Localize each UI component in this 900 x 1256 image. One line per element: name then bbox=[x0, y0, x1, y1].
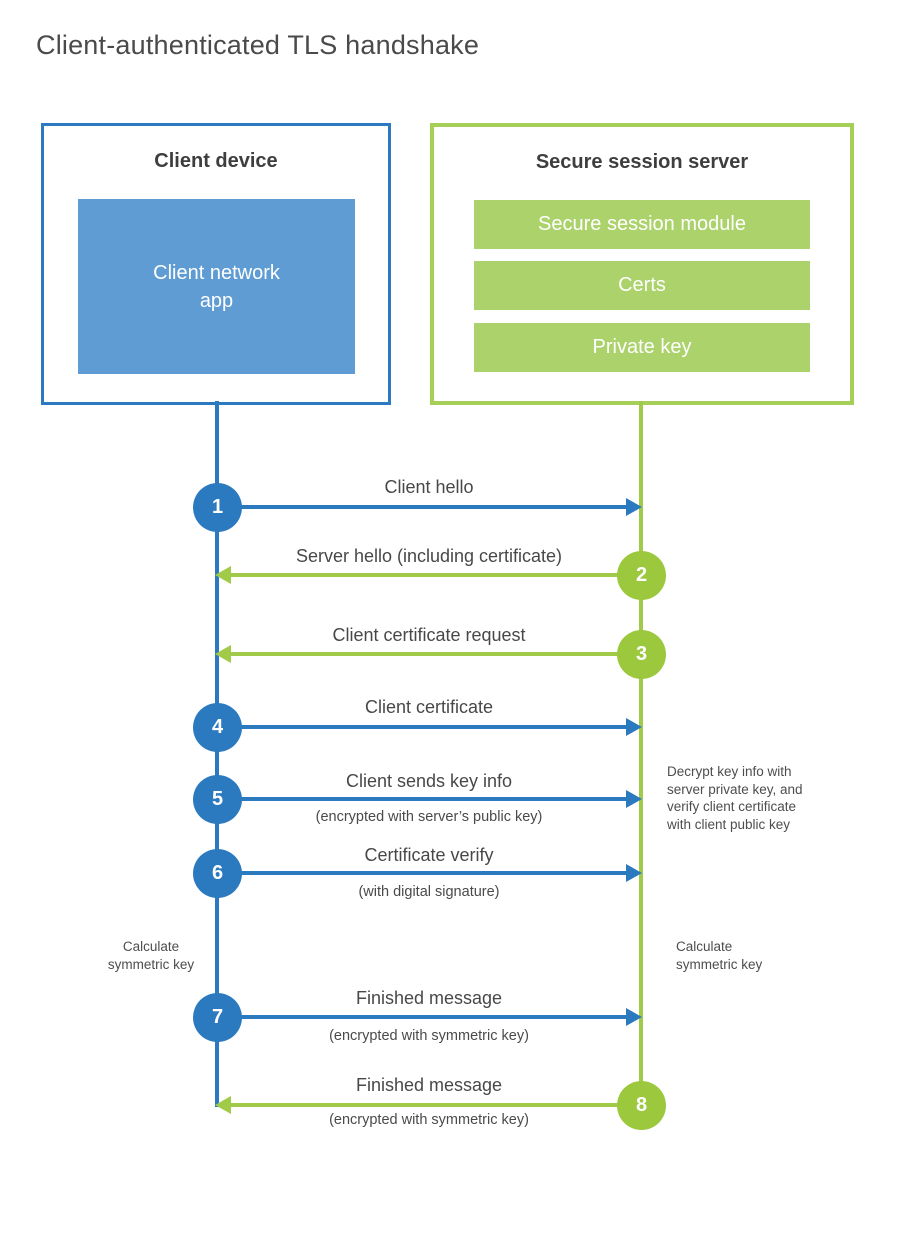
arrow-line bbox=[217, 797, 629, 801]
arrow-left-icon bbox=[215, 566, 231, 584]
client-network-app-box: Client network app bbox=[78, 199, 355, 374]
message-label: Client sends key info bbox=[345, 771, 513, 791]
decrypt-key-note: Decrypt key info with server private key… bbox=[667, 764, 803, 832]
arrow-left-icon bbox=[215, 645, 231, 663]
secure-session-server-title: Secure session server bbox=[535, 151, 749, 173]
step-circle: 7 bbox=[193, 993, 242, 1042]
message-sublabel: (encrypted with symmetric key) bbox=[329, 1028, 529, 1044]
arrow-right-icon bbox=[626, 1008, 642, 1026]
message-label: Client hello bbox=[384, 477, 474, 497]
arrow-right-icon bbox=[626, 864, 642, 882]
calculate-symmetric-key-note-client: Calculate symmetric key bbox=[107, 939, 195, 972]
message-label: Certificate verify bbox=[364, 845, 494, 865]
arrow-line bbox=[229, 652, 641, 656]
server-module-bar: Certs bbox=[474, 261, 810, 310]
arrow-line bbox=[217, 1015, 629, 1019]
arrow-right-icon bbox=[626, 718, 642, 736]
message-label: Finished message bbox=[355, 988, 503, 1008]
arrow-right-icon bbox=[626, 498, 642, 516]
message-label: Finished message bbox=[355, 1075, 503, 1095]
arrow-right-icon bbox=[626, 790, 642, 808]
arrow-line bbox=[217, 871, 629, 875]
step-circle: 6 bbox=[193, 849, 242, 898]
message-label: Client certificate request bbox=[332, 625, 526, 645]
server-lifeline bbox=[639, 401, 643, 1105]
server-module-bar: Private key bbox=[474, 323, 810, 372]
client-lifeline bbox=[215, 401, 219, 1107]
step-circle: 4 bbox=[193, 703, 242, 752]
message-sublabel: (encrypted with symmetric key) bbox=[329, 1112, 529, 1128]
server-module-bar: Secure session module bbox=[474, 200, 810, 249]
step-circle: 1 bbox=[193, 483, 242, 532]
step-circle: 8 bbox=[617, 1081, 666, 1130]
arrow-left-icon bbox=[215, 1096, 231, 1114]
message-sublabel: (encrypted with server’s public key) bbox=[315, 809, 543, 825]
arrow-line bbox=[229, 573, 641, 577]
page-title: Client-authenticated TLS handshake bbox=[36, 30, 480, 60]
message-sublabel: (with digital signature) bbox=[358, 884, 500, 900]
message-label: Client certificate bbox=[364, 697, 494, 717]
step-circle: 2 bbox=[617, 551, 666, 600]
step-circle: 3 bbox=[617, 630, 666, 679]
arrow-line bbox=[217, 725, 629, 729]
calculate-symmetric-key-note-server: Calculate symmetric key bbox=[676, 939, 763, 972]
message-label: Server hello (including certificate) bbox=[295, 546, 563, 566]
arrow-line bbox=[217, 505, 629, 509]
arrow-line bbox=[229, 1103, 641, 1107]
step-circle: 5 bbox=[193, 775, 242, 824]
client-device-title: Client device bbox=[154, 150, 278, 172]
